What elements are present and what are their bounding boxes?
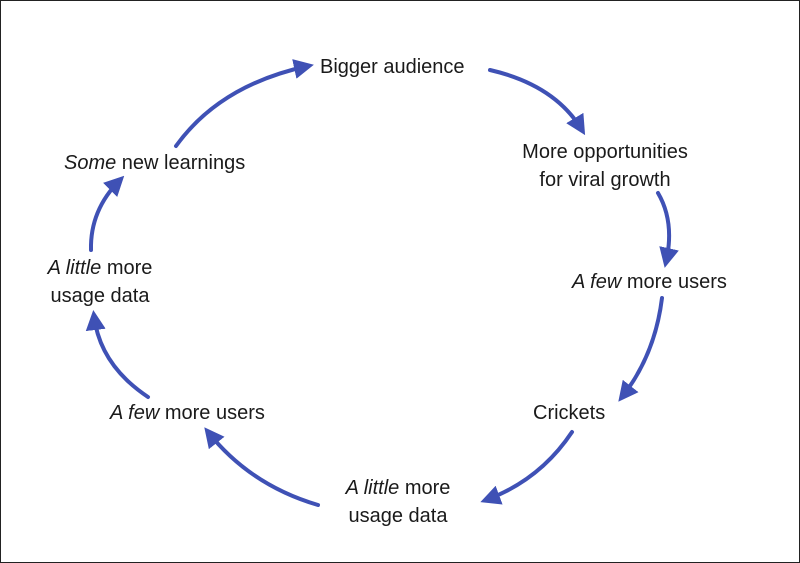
- node-emphasis: A few: [572, 271, 622, 293]
- node-text: more: [101, 257, 153, 279]
- node-text-line1: A little more: [32, 254, 168, 282]
- node-emphasis: A little: [47, 257, 102, 279]
- node-little-more-bottom: A little more usage data: [330, 474, 466, 530]
- node-text: Bigger audience: [320, 56, 465, 78]
- arrow-audience-to-opportunities: [488, 68, 586, 136]
- node-emphasis: A little: [345, 477, 400, 499]
- arrow-opportunities-to-users: [656, 191, 679, 268]
- node-text: more users: [159, 402, 265, 424]
- node-crickets: Crickets: [533, 399, 605, 427]
- arrow-few-users-to-little-more: [85, 310, 150, 399]
- node-text: Crickets: [533, 402, 606, 424]
- node-bigger-audience: Bigger audience: [320, 53, 465, 81]
- arrow-little-more-to-learnings: [88, 175, 125, 252]
- node-text-line1: More opportunities: [522, 141, 688, 163]
- node-emphasis: A few: [110, 402, 160, 424]
- node-some-new-learnings: Some new learnings: [64, 149, 245, 177]
- node-little-more-left: A little more usage data: [32, 254, 168, 310]
- node-text: more users: [621, 271, 727, 293]
- node-emphasis: Some: [64, 152, 117, 174]
- arrow-learnings-to-audience: [174, 59, 314, 148]
- node-text-line1: A little more: [330, 474, 466, 502]
- node-more-opportunities: More opportunities for viral growth: [508, 138, 702, 194]
- node-text-line2: usage data: [348, 505, 448, 527]
- node-text: more: [399, 477, 451, 499]
- node-text-line2: usage data: [50, 285, 150, 307]
- arrow-crickets-to-little-more: [480, 430, 574, 505]
- arrow-users-to-crickets: [618, 296, 664, 402]
- node-text-line2: for viral growth: [539, 169, 671, 191]
- node-few-more-users-right: A few more users: [572, 268, 727, 296]
- node-text: new learnings: [116, 152, 246, 174]
- arrow-little-more-to-few-users: [204, 427, 320, 507]
- node-few-more-users-left: A few more users: [110, 399, 265, 427]
